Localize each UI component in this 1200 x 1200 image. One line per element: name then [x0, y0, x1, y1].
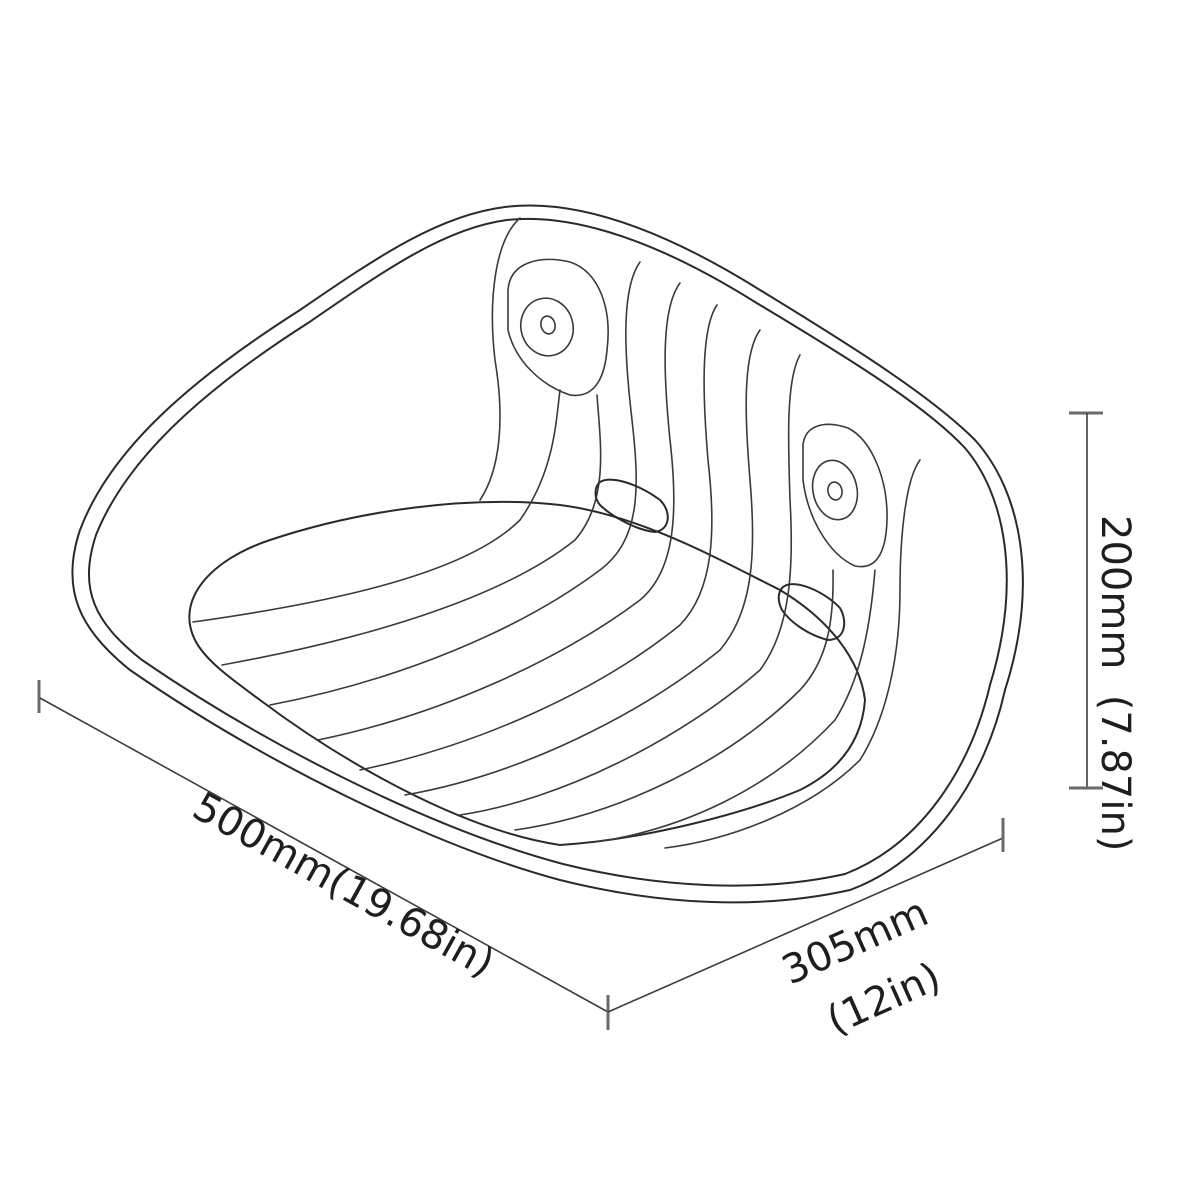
- left-wall-edge: [479, 217, 521, 501]
- slot-right: [777, 583, 846, 641]
- basket-outer-rim: [71, 204, 1024, 904]
- slot-left: [594, 478, 669, 533]
- basket-bottom-outline: [188, 500, 866, 846]
- height-dimension-label: 200mm (7.87in): [1092, 515, 1138, 851]
- height-dimension-line: [1069, 411, 1103, 790]
- length-dimension-line: [37, 680, 610, 1030]
- basket-ribs: [192, 261, 921, 849]
- mounting-hole-left: [507, 258, 609, 397]
- mounting-hole-right: [802, 423, 888, 568]
- basket-inner-rim: [88, 217, 1008, 887]
- depth-dimension-line: [607, 818, 1005, 1013]
